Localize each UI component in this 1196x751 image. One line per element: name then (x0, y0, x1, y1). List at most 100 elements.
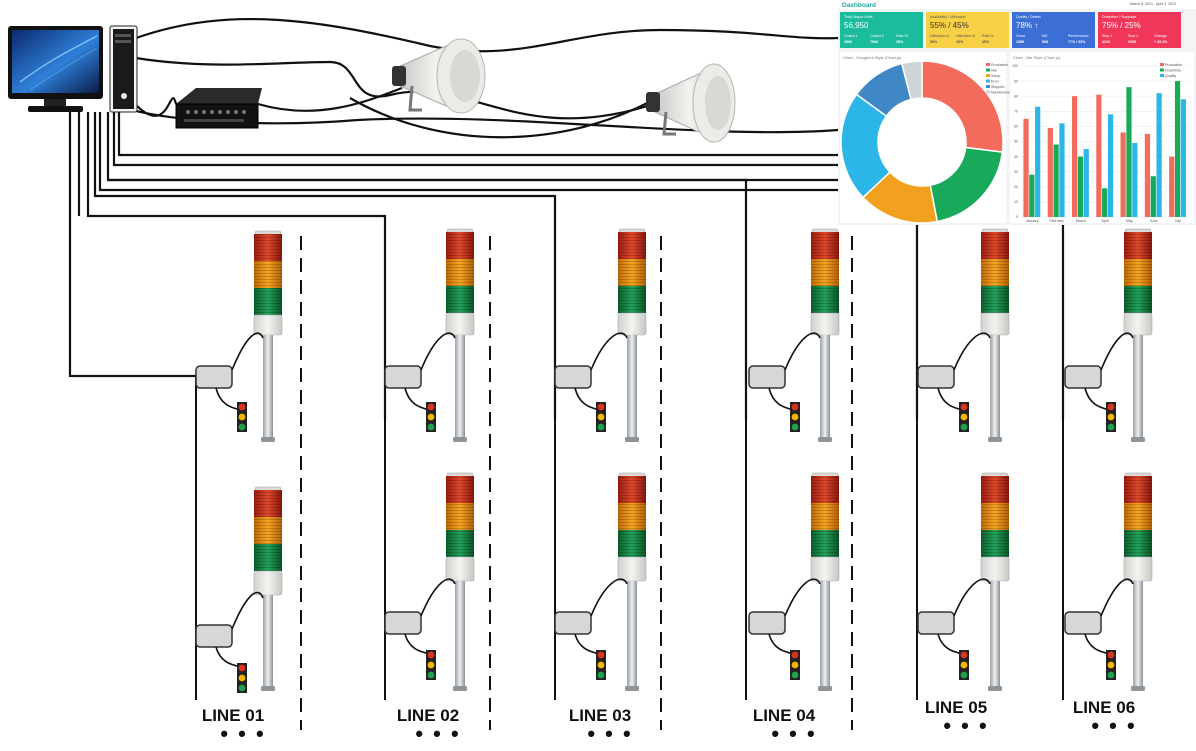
tower-green-ribs (618, 286, 646, 313)
x-tick-label: January (1026, 219, 1039, 223)
legend-label: Idle (991, 69, 997, 73)
signal-cable (215, 387, 241, 411)
controller-body (748, 611, 786, 635)
tower-amber-ribs (446, 259, 474, 286)
tower-foot (988, 686, 1002, 691)
bar (1126, 87, 1132, 217)
mini-light-red (597, 403, 605, 411)
tower-red-ribs (1124, 476, 1152, 503)
mini-light-green (960, 671, 968, 679)
signal-cable (574, 633, 600, 655)
kpi-card-value: 55% / 45% (930, 21, 969, 30)
signal-cable (1084, 633, 1110, 655)
tower-base (810, 312, 840, 336)
kpi-sub-value: 50% (930, 40, 938, 44)
kpi-sub-value: 77% / 33% (1068, 40, 1086, 44)
y-tick-label: 0 (1016, 215, 1018, 219)
tower-pole (820, 335, 830, 437)
controller-box-icon (748, 611, 786, 635)
line-more-dots: • • • (220, 721, 265, 746)
x-tick-label: June (1150, 219, 1158, 223)
controller-body (917, 611, 955, 635)
bar (1096, 94, 1102, 217)
controller-box-icon (195, 624, 233, 648)
signal-cable (420, 578, 456, 617)
tower-base (980, 312, 1010, 336)
production-line: LINE 01• • • (195, 230, 302, 746)
line-more-dots: • • • (415, 721, 460, 746)
mini-light-green (791, 423, 799, 431)
signal-tower-light-icon (253, 486, 283, 691)
y-tick-label: 10 (1014, 200, 1018, 204)
line-more-dots: • • • (1091, 713, 1136, 738)
doughnut-chart (840, 60, 1004, 224)
bar (1035, 106, 1041, 217)
tower-red-ribs (446, 232, 474, 259)
line-label: LINE 06 (1073, 698, 1135, 717)
kpi-sub-label: Output 2 (870, 34, 884, 38)
horn-speaker-icon (392, 38, 486, 114)
production-line: LINE 03• • • (554, 228, 662, 746)
x-tick-label: March (1076, 219, 1086, 223)
mini-light-green (1107, 671, 1115, 679)
kpi-sub-value: 2596 (844, 40, 852, 44)
signal-tower-light-icon (810, 228, 840, 442)
mini-light-red (427, 651, 435, 659)
mini-light-amber (597, 413, 605, 421)
kpi-card-value: 78% ↑ (1016, 21, 1038, 30)
mini-light-amber (1107, 413, 1115, 421)
tower-green-ribs (446, 286, 474, 313)
kpi-sub-value: 25% (956, 40, 964, 44)
mini-light-green (791, 671, 799, 679)
bar (1120, 132, 1126, 217)
legend-label: Error (991, 80, 1000, 84)
kpi-sub-value: 7966 (870, 40, 878, 44)
legend-label: Quality (1165, 74, 1176, 78)
mini-signal-light-icon (596, 650, 606, 680)
tower-base (253, 314, 283, 336)
kpi-sub-label: Stop 1 (1102, 34, 1112, 38)
mini-light-red (427, 403, 435, 411)
mini-signal-light-icon (1106, 650, 1116, 680)
bar (1077, 156, 1084, 217)
mini-light-green (238, 423, 246, 431)
y-tick-label: 90 (1014, 79, 1018, 83)
mini-light-green (597, 423, 605, 431)
line-label: LINE 02 (397, 706, 459, 725)
tower-foot (261, 686, 275, 691)
tower-pole (455, 581, 465, 686)
tower-green-ribs (254, 544, 282, 571)
mini-signal-light-icon (1106, 402, 1116, 432)
legend-swatch (986, 90, 990, 94)
controller-box-icon (1064, 611, 1102, 635)
kpi-card-value: 56,950 (844, 21, 869, 30)
kpi-card-title: Total Output Units (844, 15, 873, 19)
signal-tower-light-icon (1123, 472, 1153, 691)
signal-cable (953, 578, 991, 617)
tower-pole (1133, 335, 1143, 437)
tower-red-ribs (254, 234, 282, 261)
tower-green-ribs (981, 530, 1009, 557)
legend-swatch (986, 63, 990, 66)
signal-cable (420, 332, 456, 371)
mini-light-amber (238, 674, 246, 682)
y-tick-label: 80 (1014, 94, 1018, 98)
line-more-dots: • • • (587, 721, 632, 746)
kpi-sub-value: 25% (896, 40, 904, 44)
bar (1053, 144, 1059, 217)
tower-pole (820, 581, 830, 686)
dashboard-date-range: March 8, 2021 - April 3, 2021 (1130, 2, 1176, 6)
kpi-sub-label: Rate % (896, 34, 909, 38)
signal-tower-light-icon (617, 228, 647, 442)
tower-foot (818, 437, 832, 442)
kpi-card-background (1012, 12, 1095, 48)
mini-light-amber (238, 413, 246, 421)
controller-body (748, 365, 786, 389)
controller-box-icon (384, 365, 422, 389)
mini-light-amber (1107, 661, 1115, 669)
tower-pole (627, 581, 637, 686)
legend-label: Downtime (1165, 69, 1181, 73)
tower-amber-ribs (254, 517, 282, 544)
production-lines: LINE 01• • •LINE 02• • •LINE 03• • •LINE… (195, 228, 1153, 746)
